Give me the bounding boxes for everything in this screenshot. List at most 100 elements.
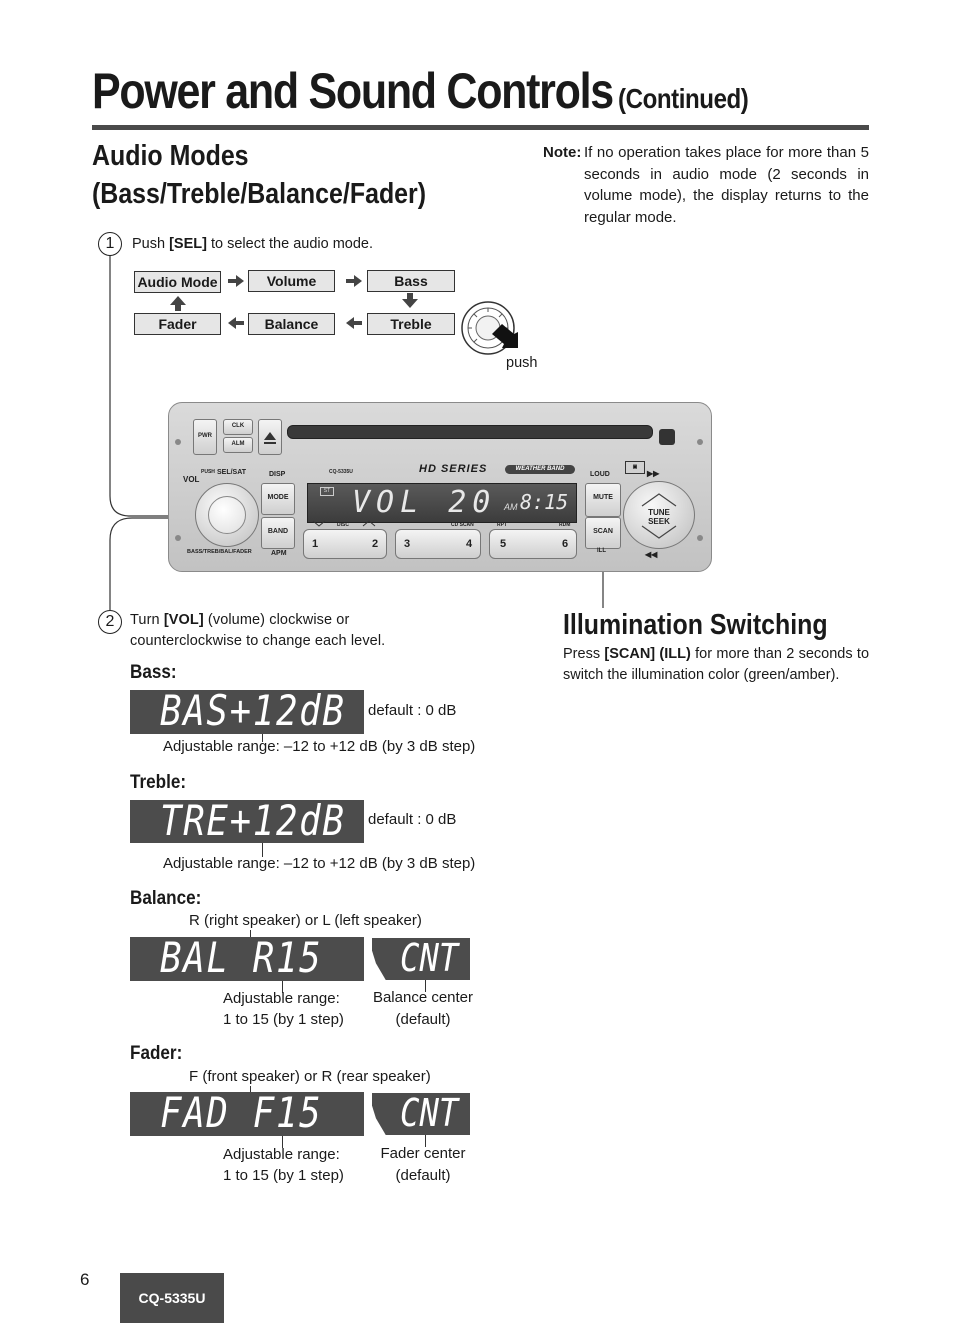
- treble-range: Adjustable range: –12 to +12 dB (by 3 dB…: [163, 855, 476, 872]
- fader-range: Adjustable range: 1 to 15 (by 1 step): [223, 1144, 344, 1186]
- radio-faceplate: PWR CLK ALM VOL PUSH SEL/SAT DISP CQ-533…: [168, 402, 712, 572]
- step-1-text-post: to select the audio mode.: [206, 236, 374, 252]
- step-1-text: Push [SEL] to select the audio mode.: [132, 234, 373, 255]
- vol-label: VOL: [183, 475, 200, 484]
- bass-heading: Bass:: [130, 662, 177, 683]
- treble-heading: Treble:: [130, 772, 187, 793]
- fader-range-line2: 1 to 15 (by 1 step): [223, 1167, 344, 1184]
- balance-range-line1: Adjustable range:: [223, 990, 340, 1007]
- arrow-up-icon: [170, 296, 186, 311]
- radio-display: ST VOL 20 AM 8:15: [307, 483, 577, 523]
- step-2-text-post: (volume) clockwise or counterclockwise t…: [130, 612, 386, 649]
- band-button[interactable]: BAND: [261, 517, 295, 549]
- disp-label: DISP: [269, 471, 286, 478]
- fader-display: FAD F15: [130, 1088, 364, 1137]
- treble-display-text: TRE+12dB: [160, 796, 346, 845]
- arrow-down-icon: [402, 293, 418, 308]
- balance-range: Adjustable range: 1 to 15 (by 1 step): [223, 988, 344, 1030]
- bass-default: default : 0 dB: [368, 702, 457, 719]
- audio-modes-heading-line1: Audio Modes: [92, 140, 249, 172]
- st-indicator: ST: [320, 487, 334, 496]
- eject-icon: [264, 432, 276, 444]
- audio-modes-heading: Audio Modes (Bass/Treble/Balance/Fader): [92, 137, 426, 213]
- page-title-suffix: (Continued): [618, 83, 749, 114]
- fader-center-text: CNT: [400, 1091, 459, 1135]
- page-title: Power and Sound Controls(Continued): [92, 62, 749, 120]
- mode-button[interactable]: MODE: [261, 483, 295, 515]
- arrow-right-icon: [346, 275, 362, 287]
- treble-display: TRE+12dB: [130, 796, 364, 845]
- flow-bass: Bass: [367, 270, 455, 292]
- balance-range-line2: 1 to 15 (by 1 step): [223, 1011, 344, 1028]
- sel-key-label: [SEL]: [169, 236, 207, 252]
- balance-center-caption: Balance center (default): [370, 987, 476, 1031]
- seek-label: SEEK: [648, 517, 670, 526]
- preset-5-6-button[interactable]: 5 6: [489, 529, 577, 559]
- balance-center-display: CNT: [372, 938, 470, 980]
- rpt-label: RPT: [497, 522, 507, 528]
- balance-center-line1: Balance center: [372, 989, 474, 1006]
- vol-knob[interactable]: [195, 483, 259, 547]
- bass-display-text: BAS+12dB: [160, 686, 346, 735]
- arrow-left-icon: [346, 317, 362, 329]
- clk-button[interactable]: CLK: [223, 419, 253, 435]
- disc-arrows-icon: [312, 520, 376, 527]
- flow-fader: Fader: [134, 313, 221, 335]
- mute-button[interactable]: MUTE: [585, 483, 621, 517]
- balance-center-line2: (default): [395, 1011, 451, 1028]
- step-1-text-pre: Push: [132, 236, 170, 252]
- arrow-left-icon: [228, 317, 244, 329]
- tune-seek-button[interactable]: TUNE SEEK: [623, 481, 695, 549]
- balance-center-pointer: [425, 980, 426, 992]
- indicator-light: [659, 429, 675, 445]
- rew-icon: ◀◀: [645, 550, 658, 559]
- fader-center-line1: Fader center: [380, 1145, 466, 1162]
- bass-display: BAS+12dB: [130, 686, 364, 735]
- bass-range-pointer: [262, 734, 263, 742]
- flow-volume: Volume: [248, 270, 335, 292]
- flow-balance: Balance: [248, 313, 335, 335]
- note-text: If no operation takes place for more tha…: [584, 144, 869, 226]
- model-badge: CQ-5335U: [120, 1273, 224, 1323]
- page-title-text: Power and Sound Controls: [92, 63, 614, 119]
- step-2-number: 2: [98, 610, 122, 634]
- ff-icon: ▶▶: [647, 469, 660, 478]
- disc-label: DISC: [337, 522, 349, 528]
- note-label: Note:: [543, 144, 582, 161]
- fader-center-caption: Fader center (default): [370, 1143, 476, 1187]
- vol-knob-push-icon: [461, 301, 518, 355]
- fader-top-label: F (front speaker) or R (rear speaker): [189, 1068, 431, 1085]
- treble-default: default : 0 dB: [368, 811, 457, 828]
- preset-1-2-button[interactable]: 1 2: [303, 529, 387, 559]
- illumination-text-pre: Press: [563, 646, 605, 662]
- display-main-text: VOL 20: [352, 485, 497, 520]
- flow-audio-mode: Audio Mode: [134, 271, 221, 293]
- balance-display: BAL R15: [130, 933, 364, 982]
- page-number: 6: [80, 1270, 90, 1289]
- treble-range-pointer: [262, 843, 263, 857]
- apm-label: APM: [271, 550, 287, 557]
- step-2-text: Turn [VOL] (volume) clockwise or counter…: [130, 610, 392, 652]
- hd-series-logo: HD SERIES: [419, 463, 488, 475]
- preset-3-4-button[interactable]: 3 4: [395, 529, 481, 559]
- bass-treb-label: BASS/TREB/BAL/FADER: [187, 549, 252, 555]
- fader-display-text: FAD F15: [160, 1088, 323, 1137]
- balance-display-text: BAL R15: [160, 933, 323, 982]
- loud-label: LOUD: [590, 471, 610, 478]
- illumination-text: Press [SCAN] (ILL) for more than 2 secon…: [563, 644, 869, 686]
- arrow-right-icon: [228, 275, 244, 287]
- eject-button[interactable]: [258, 419, 282, 455]
- flow-treble: Treble: [367, 313, 455, 335]
- tune-arrows-icon: [641, 493, 677, 539]
- fader-top-pointer: [250, 1086, 251, 1094]
- fader-heading: Fader:: [130, 1043, 183, 1064]
- fader-center-display: CNT: [372, 1093, 470, 1135]
- scan-ill-button[interactable]: SCAN: [585, 517, 621, 549]
- bass-range: Adjustable range: –12 to +12 dB (by 3 dB…: [163, 738, 476, 755]
- balance-heading: Balance:: [130, 888, 202, 909]
- sel-sat-label: SEL/SAT: [217, 469, 247, 476]
- audio-modes-heading-line2: (Bass/Treble/Balance/Fader): [92, 178, 427, 210]
- alm-button[interactable]: ALM: [223, 437, 253, 453]
- pwr-button[interactable]: PWR: [193, 419, 217, 455]
- title-rule: [92, 125, 869, 130]
